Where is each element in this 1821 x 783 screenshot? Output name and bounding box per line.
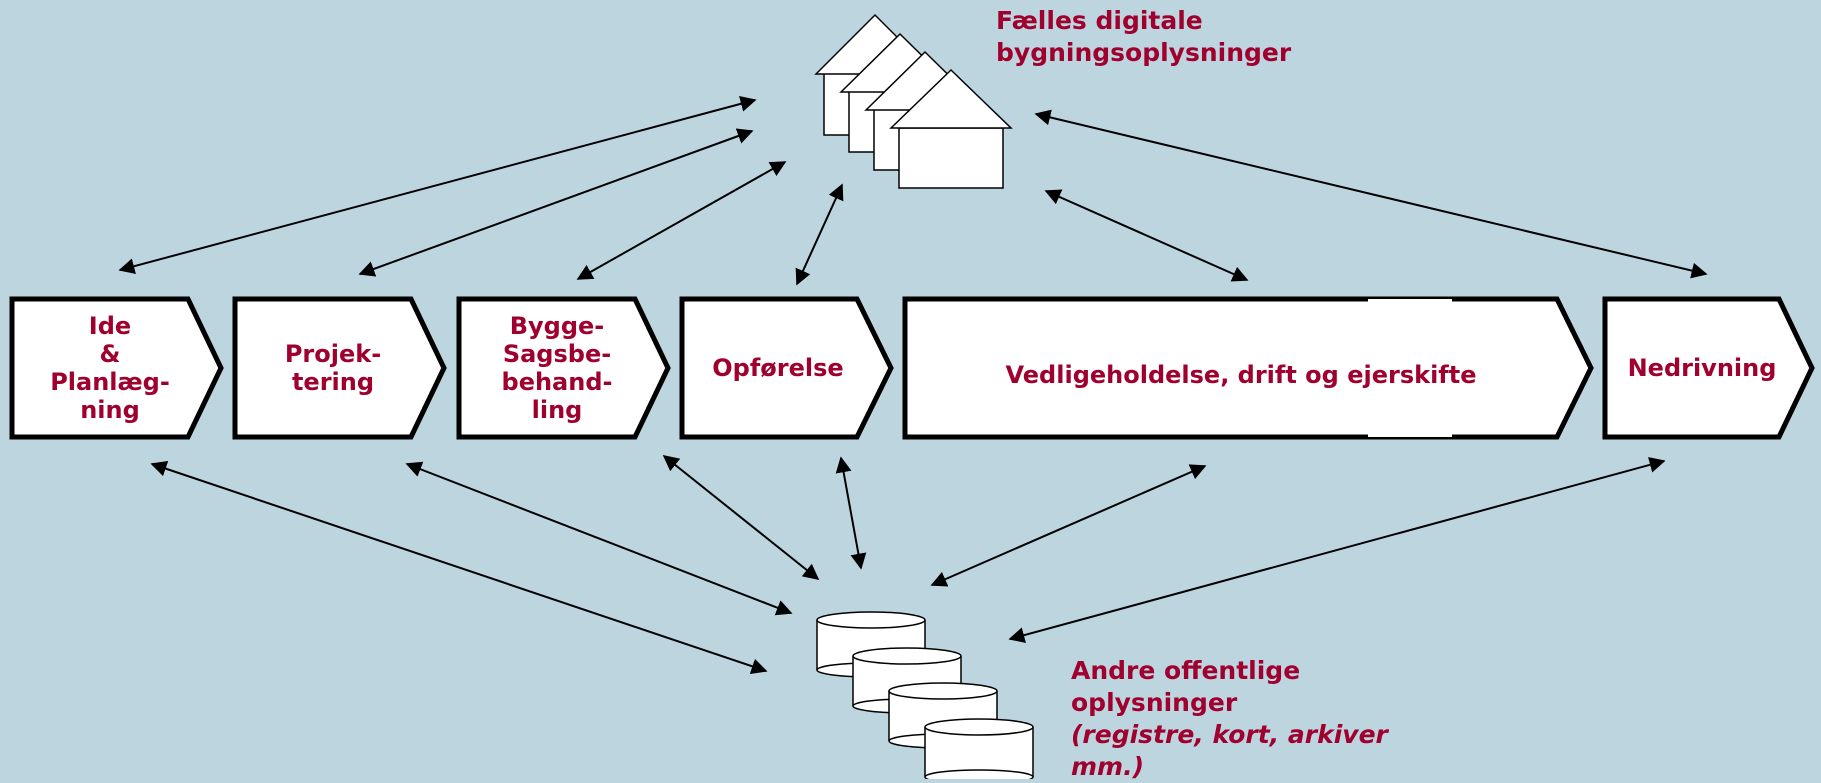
chevron-projektering [232, 296, 447, 440]
arrow-bottom-vedligehold [930, 464, 1207, 587]
stage-byggesag-line: Bygge- [509, 312, 605, 340]
bottom-connections [150, 455, 1666, 674]
arrow-top-nedrivning [1034, 109, 1708, 279]
chevron-nedrivning [1602, 296, 1815, 440]
stage-ide-line: ning [80, 396, 140, 424]
stage-byggesag-line: Sagsbe- [502, 340, 612, 368]
arrow-bottom-opfoerelse [835, 456, 867, 570]
arrow-bottom-projektering [405, 461, 793, 616]
stacked-database-icon [816, 611, 1034, 779]
stage-projektering-line: Projek- [284, 340, 382, 368]
top-connections [118, 95, 1708, 286]
house-4 [889, 68, 1013, 189]
stage-ide-line: & [99, 340, 121, 368]
database-4 [924, 718, 1034, 779]
stage-ide-line: Planlæg- [50, 368, 170, 396]
bottom-source-title-line2: oplysninger [1071, 688, 1238, 717]
arrow-top-ide [118, 95, 757, 275]
chevron-byggesag [456, 296, 671, 440]
stage-ide-label: Ide & Planlæg- ning [12, 299, 208, 437]
bottom-source-subtitle-line2: mm.) [1071, 752, 1145, 781]
stage-opfoerelse-line: Opførelse [712, 354, 844, 382]
arrow-bottom-nedrivning [1008, 457, 1666, 643]
chevron-ide [9, 296, 224, 440]
stage-nedrivning-line: Nedrivning [1627, 354, 1777, 382]
arrow-top-opfoerelse [795, 183, 844, 286]
arrow-top-projektering [358, 128, 754, 277]
stage-projektering-label: Projek- tering [235, 299, 431, 437]
chevron-opfoerelse [679, 296, 894, 440]
stage-byggesag-label: Bygge- Sagsbe- behand- ling [459, 299, 655, 437]
bottom-source-title-line1: Andre offentlige [1071, 656, 1301, 685]
arrow-top-byggesag [576, 161, 787, 280]
top-source-title-line1: Fælles digitale [996, 6, 1203, 35]
stage-ide-line: Ide [88, 312, 132, 340]
stage-projektering-line: tering [291, 368, 375, 396]
arrow-top-vedligehold [1044, 189, 1249, 282]
stage-opfoerelse-label: Opførelse [682, 299, 874, 437]
arrow-bottom-byggesag [662, 455, 820, 580]
bottom-source-subtitle-line1: (registre, kort, arkiver [1071, 720, 1388, 749]
stage-byggesag-line: ling [531, 396, 583, 424]
chevron-highlight-strip [1368, 299, 1452, 437]
stage-vedligehold-line: Vedligeholdelse, drift og ejerskifte [1005, 361, 1477, 389]
stage-vedligehold-label: Vedligeholdelse, drift og ejerskifte [905, 306, 1577, 444]
stage-byggesag-line: behand- [501, 368, 613, 396]
top-source-title-line2: bygningsoplysninger [996, 38, 1292, 67]
stage-nedrivning-label: Nedrivning [1605, 299, 1799, 437]
stacked-houses-icon [814, 13, 1013, 189]
